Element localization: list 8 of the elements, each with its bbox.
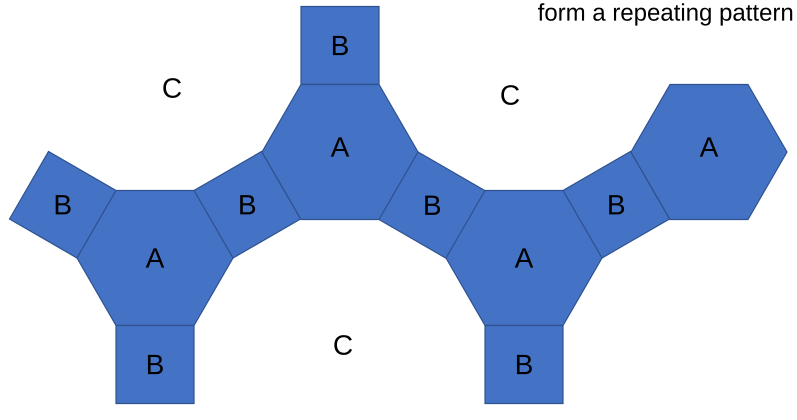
label-text: form a repeating pattern	[538, 3, 792, 26]
label-text: C	[163, 78, 182, 98]
label-text: C	[334, 335, 352, 355]
square: B	[115, 324, 195, 404]
hexagon: A	[630, 84, 788, 220]
square: B	[484, 324, 564, 404]
square: B	[300, 6, 380, 86]
label-text: C	[501, 85, 520, 105]
